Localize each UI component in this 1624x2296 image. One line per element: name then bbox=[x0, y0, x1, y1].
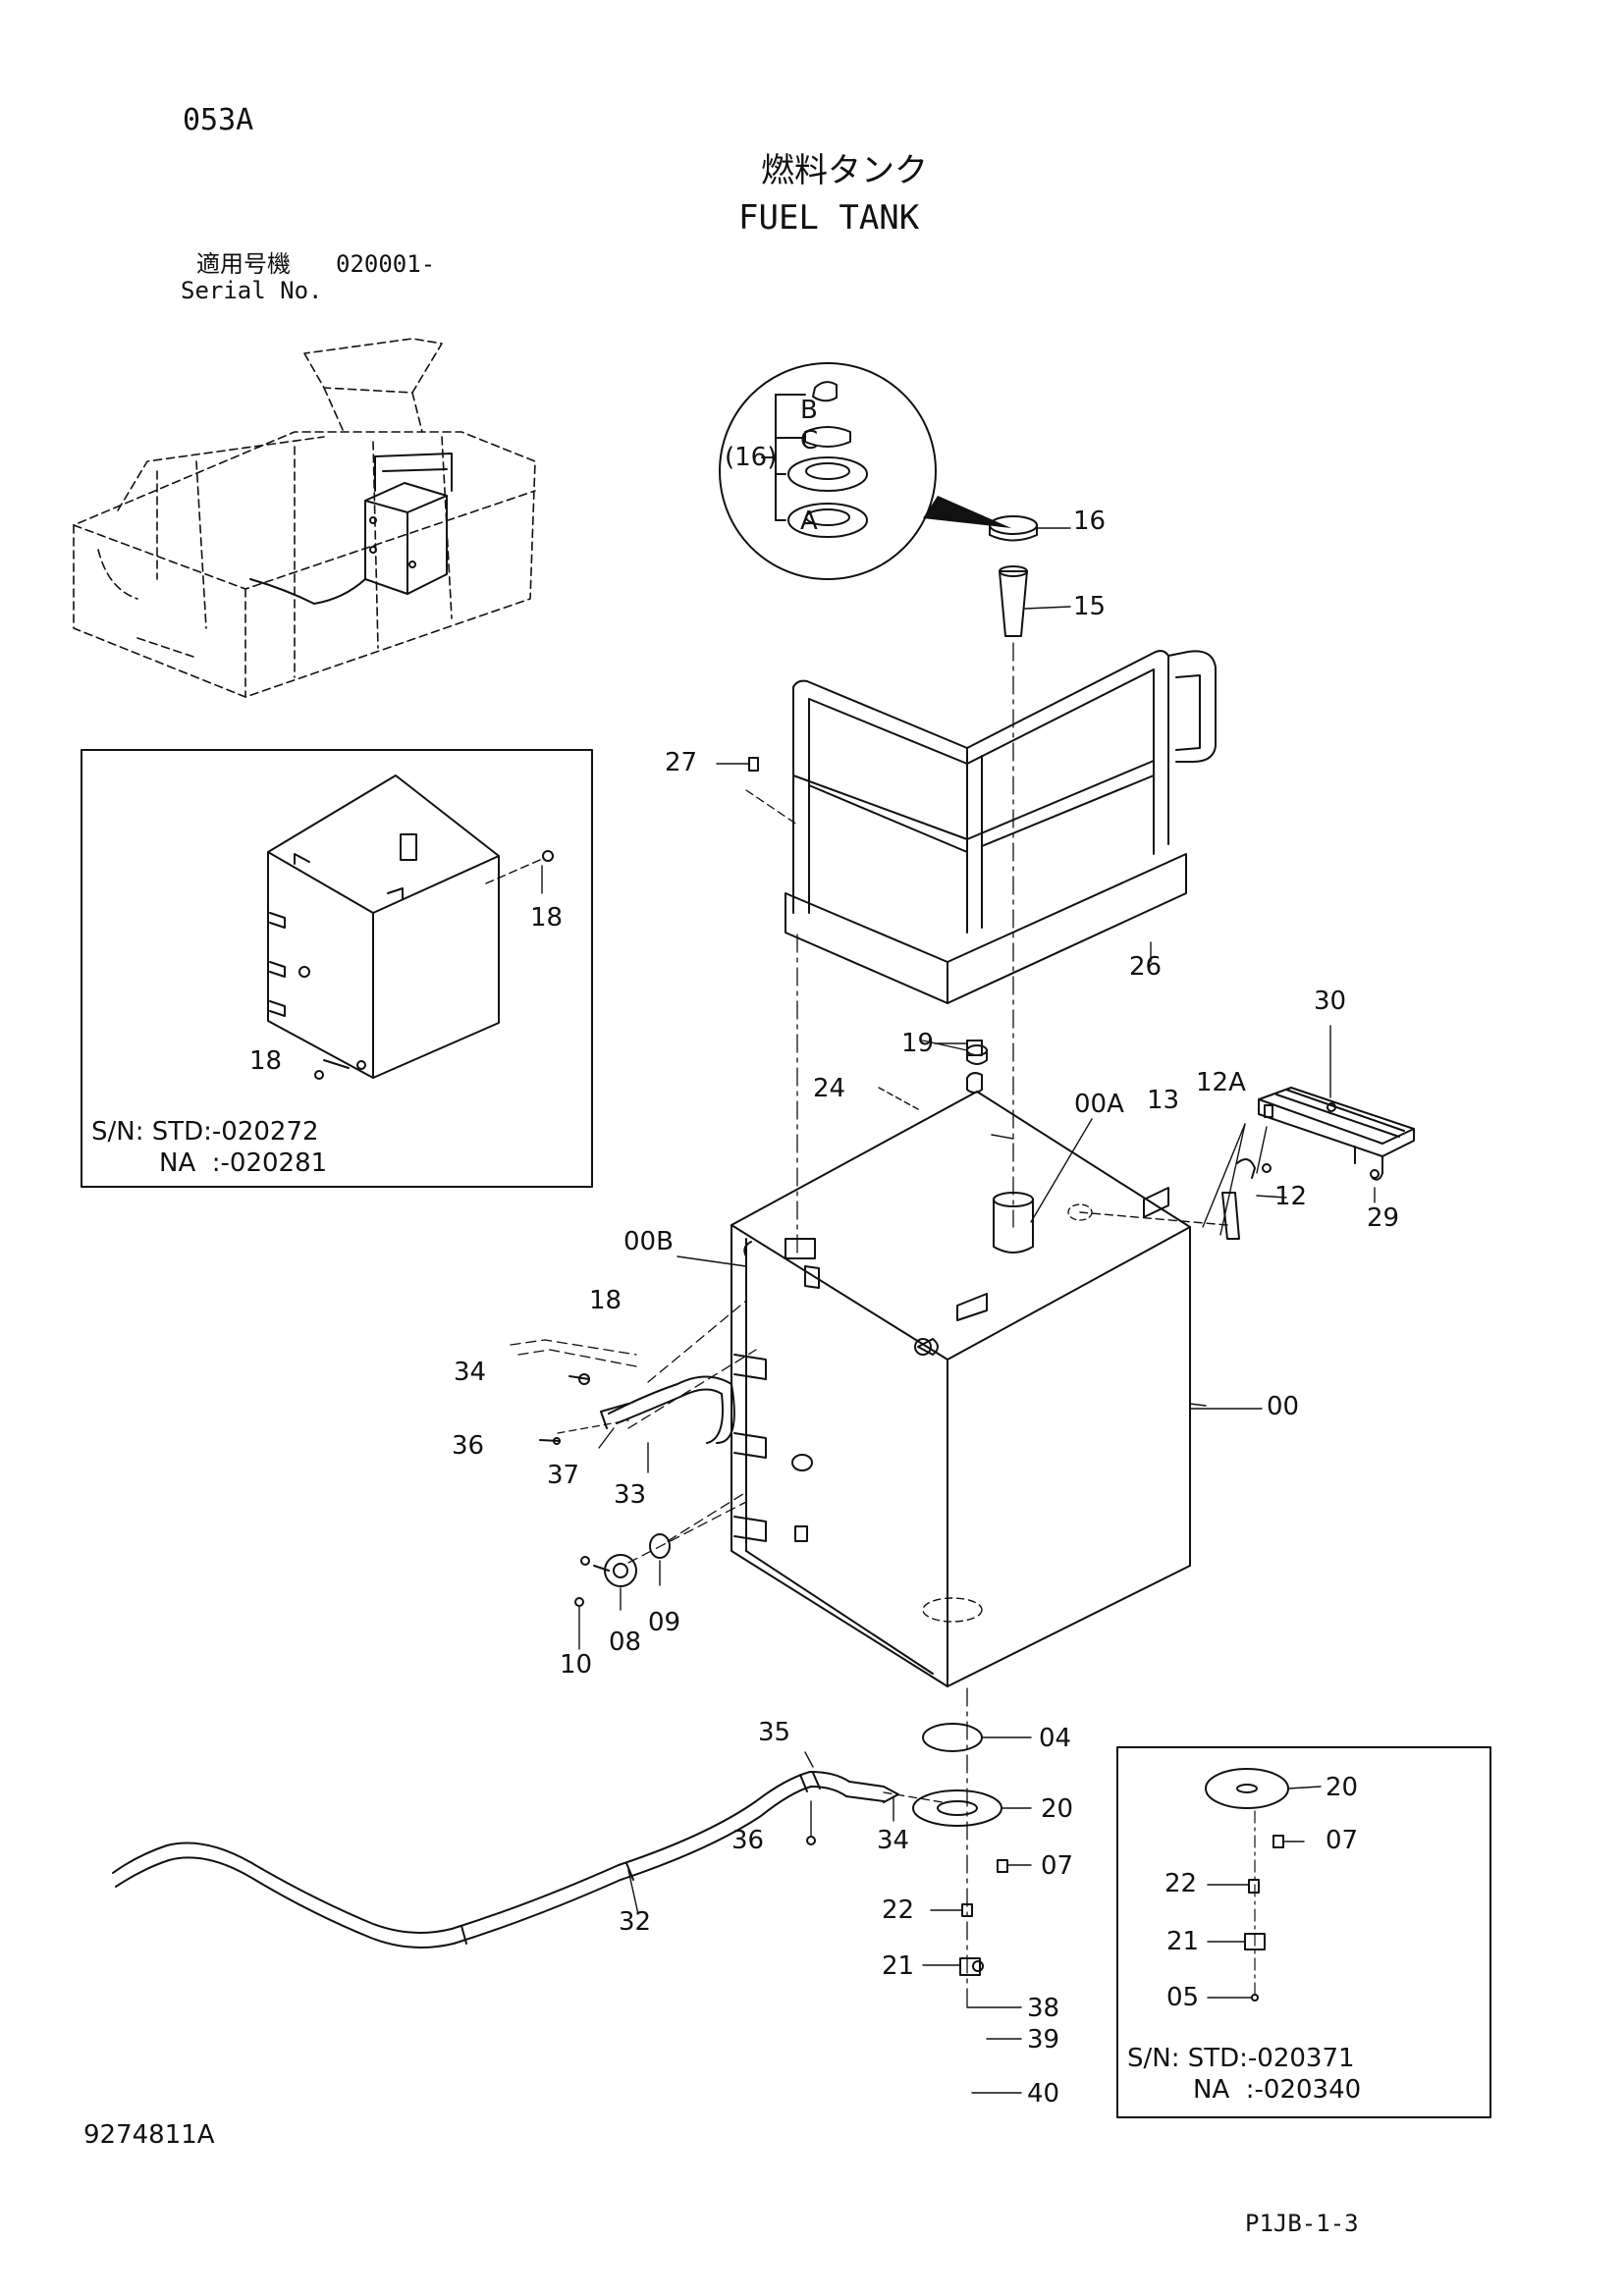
callout-10: 10 bbox=[560, 1650, 593, 1680]
callout-34-lower: 34 bbox=[877, 1826, 910, 1855]
serial-label-en: Serial No. bbox=[181, 277, 323, 304]
drawing-number: 9274811A bbox=[83, 2120, 215, 2150]
inset-right-callout-07: 07 bbox=[1326, 1826, 1359, 1855]
callout-34-upper: 34 bbox=[454, 1358, 487, 1387]
inset-right-sn-line1: S/N: STD:-020371 bbox=[1127, 2044, 1355, 2073]
callout-15: 15 bbox=[1073, 592, 1107, 621]
callout-00: 00 bbox=[1267, 1392, 1300, 1421]
plug-19 bbox=[934, 1040, 983, 1056]
inset-right-callout-21: 21 bbox=[1166, 1927, 1200, 1956]
inset-left-callout-18-lower: 18 bbox=[249, 1046, 283, 1076]
callout-24: 24 bbox=[813, 1074, 846, 1103]
callout-39: 39 bbox=[1027, 2025, 1060, 2055]
callout-08: 08 bbox=[609, 1628, 642, 1657]
callout-19: 19 bbox=[901, 1029, 935, 1058]
leader-lines bbox=[677, 1040, 1287, 1267]
step-29 bbox=[1258, 1025, 1415, 1203]
callout-20: 20 bbox=[1041, 1794, 1074, 1824]
callout-04: 04 bbox=[1039, 1724, 1072, 1753]
callout-33: 33 bbox=[614, 1480, 647, 1510]
hose-33 bbox=[510, 1300, 757, 1473]
inset-left-frame bbox=[81, 749, 593, 1188]
bolt-12 bbox=[1221, 1158, 1272, 1240]
callout-38: 38 bbox=[1027, 1994, 1060, 2023]
fuel-tank-00 bbox=[731, 1044, 1263, 1687]
title-japanese: 燃料タンク bbox=[761, 151, 928, 190]
callout-b: B bbox=[800, 396, 818, 425]
callout-21: 21 bbox=[882, 1951, 915, 1981]
callout-00a: 00A bbox=[1074, 1090, 1124, 1119]
machine-overview-illustration bbox=[73, 338, 536, 698]
callout-26: 26 bbox=[1129, 952, 1163, 982]
callout-16-paren: (16) bbox=[725, 443, 778, 472]
title-english: FUEL TANK bbox=[738, 198, 920, 238]
serial-label-jp: 適用号機 bbox=[196, 250, 291, 278]
callout-09: 09 bbox=[648, 1608, 681, 1637]
callout-13: 13 bbox=[1147, 1086, 1180, 1115]
callout-12: 12 bbox=[1274, 1182, 1308, 1211]
callout-07: 07 bbox=[1041, 1851, 1074, 1881]
page-code: 053A bbox=[183, 103, 254, 137]
callout-27: 27 bbox=[665, 748, 698, 777]
callout-c: C bbox=[800, 426, 819, 455]
callout-36-upper: 36 bbox=[452, 1431, 485, 1461]
callout-a: A bbox=[800, 507, 818, 536]
callout-30: 30 bbox=[1314, 987, 1347, 1016]
bolt-27 bbox=[716, 757, 798, 826]
cap-detail-circle bbox=[719, 362, 1011, 580]
inset-left-callout-18-upper: 18 bbox=[530, 903, 564, 933]
callout-36-lower: 36 bbox=[731, 1826, 765, 1855]
callout-00b: 00B bbox=[623, 1227, 674, 1256]
drain-hose-32 bbox=[112, 1751, 944, 1949]
inset-left-sn-line1: S/N: STD:-020272 bbox=[91, 1117, 319, 1147]
fuel-cap-16 bbox=[989, 515, 1071, 542]
inset-right-callout-20: 20 bbox=[1326, 1773, 1359, 1802]
callout-29: 29 bbox=[1367, 1203, 1400, 1233]
callout-32: 32 bbox=[619, 1907, 652, 1937]
callout-12a: 12A bbox=[1196, 1068, 1246, 1097]
callout-16: 16 bbox=[1073, 507, 1107, 536]
callout-22: 22 bbox=[882, 1896, 915, 1925]
inset-right-parts bbox=[1205, 1768, 1322, 2002]
inset-left-sn-line2: NA :-020281 bbox=[159, 1148, 328, 1178]
drain-assembly bbox=[912, 1687, 1032, 2094]
inset-right-frame bbox=[1116, 1746, 1491, 2118]
inset-left-tank bbox=[267, 774, 554, 1080]
handrail-26 bbox=[785, 650, 1217, 1257]
inset-right-sn-line2: NA :-020340 bbox=[1193, 2075, 1362, 2105]
inset-right-callout-05: 05 bbox=[1166, 1983, 1200, 2012]
sender-08-09-10 bbox=[574, 1491, 747, 1650]
serial-value: 020001- bbox=[336, 250, 436, 278]
page-reference: P1JB-1-3 bbox=[1245, 2210, 1359, 2237]
callout-35: 35 bbox=[758, 1718, 791, 1747]
callout-37: 37 bbox=[547, 1461, 580, 1490]
callout-40: 40 bbox=[1027, 2079, 1060, 2109]
strainer-15 bbox=[999, 565, 1071, 1228]
machine-tank-highlight bbox=[249, 453, 453, 605]
callout-18-main: 18 bbox=[589, 1286, 623, 1315]
inset-right-callout-22: 22 bbox=[1164, 1869, 1198, 1898]
